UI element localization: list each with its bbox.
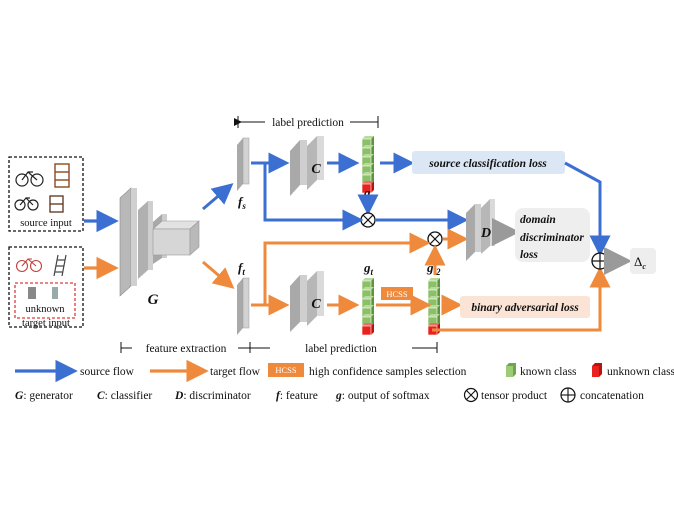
bookshelf-icon-2 [49, 195, 64, 213]
discriminator-label: D [480, 226, 491, 241]
legend-unknown-label: unknown class [607, 366, 674, 378]
softmax-source-vector [361, 136, 374, 194]
feature-target-block [237, 277, 250, 335]
legend-tensor-icon [463, 387, 479, 403]
classifier-target-block [290, 271, 324, 332]
label-prediction-top-bracket [234, 116, 379, 128]
legend-hcss-box [268, 363, 304, 377]
domain-loss-line3: loss [520, 249, 538, 261]
generator-block [119, 187, 200, 297]
feature-source-label: fs [238, 194, 246, 211]
tensor-product-icon-target [427, 231, 443, 247]
domain-loss-to-concat-arrow [590, 240, 597, 253]
classifier-source-label: C [311, 162, 321, 177]
concatenation-icon [591, 252, 609, 270]
output-label: Δc [634, 254, 646, 271]
bicycle-icon [15, 171, 44, 187]
source-loss-label: source classification loss [428, 158, 547, 170]
softmax-target-label: gt [363, 260, 374, 277]
softmax-target2-label: gt2 [426, 260, 441, 277]
legend-feature: f: feature [276, 390, 318, 402]
bookshelf-icon [54, 163, 70, 188]
domain-loss-line1: domain [520, 214, 556, 226]
legend: source flow target flow HCSS high confid… [15, 359, 674, 403]
legend-target-label: target flow [210, 366, 261, 378]
gen-to-ft-arrow [202, 260, 235, 289]
known-class-icon [506, 363, 516, 377]
known-class-cell [361, 296, 374, 309]
legend-hcss-box-label: HCSS [275, 365, 297, 375]
label-prediction-bottom-bracket [249, 342, 438, 353]
feature-extraction-label: feature extraction [146, 343, 227, 355]
source-loss-box [412, 151, 565, 174]
label-prediction-top-label: label prediction [272, 117, 344, 129]
unknown-class-icon [592, 363, 602, 377]
legend-concat-icon [560, 387, 576, 403]
ladder-icon [53, 254, 67, 277]
source-input-box: source input [8, 156, 84, 232]
legend-known-label: known class [520, 366, 577, 378]
feature-source-block [237, 137, 250, 191]
label-prediction-bottom-label: label prediction [305, 343, 377, 355]
unknown-class-cell [361, 323, 374, 336]
target-input-box: unknown target input [8, 246, 84, 329]
hcss-label: HCSS [386, 289, 408, 299]
legend-concat-label: concatenation [580, 390, 644, 402]
legend-tensor-label: tensor product [481, 390, 548, 402]
softmax-target-vector [361, 278, 374, 336]
bicycle-icon-2 [14, 197, 39, 211]
feature-target-label: ft [238, 260, 245, 277]
binary-loss-box [460, 296, 590, 318]
bin-loss-to-concat-line [432, 266, 611, 332]
bicycle-icon-3 [15, 258, 43, 273]
generator-label: G [148, 292, 159, 308]
domain-loss-box [515, 208, 590, 262]
trash-can-icon [28, 287, 58, 299]
softmax-target2-vector [427, 278, 440, 336]
domain-loss-line2: discriminator [520, 232, 584, 244]
legend-classifier: C: classifier [97, 390, 152, 402]
classifier-target-label: C [311, 297, 321, 312]
target-input-label: target input [22, 318, 70, 329]
unknown-sample-box [14, 282, 76, 319]
source-input-label: source input [20, 218, 72, 229]
gen-to-fs-arrow [202, 183, 234, 211]
output-box [630, 248, 656, 274]
fs-branch-line [263, 163, 364, 231]
src-loss-to-concat-line [564, 161, 611, 257]
ft-branch-line [263, 232, 431, 305]
legend-hcss-desc: high confidence samples selection [309, 366, 467, 378]
legend-discriminator: D: discriminator [174, 390, 251, 402]
tensor-product-icon-source [360, 212, 376, 228]
legend-softmax: g: output of softmax [335, 390, 430, 402]
legend-source-label: source flow [80, 366, 135, 378]
unknown-label: unknown [25, 304, 65, 315]
binary-loss-label: binary adversarial loss [471, 302, 579, 314]
legend-generator: G: generator [15, 390, 73, 402]
unknown-class-cell [361, 181, 374, 194]
classifier-source-block [290, 136, 324, 196]
hcss-block: HCSS [376, 287, 432, 316]
